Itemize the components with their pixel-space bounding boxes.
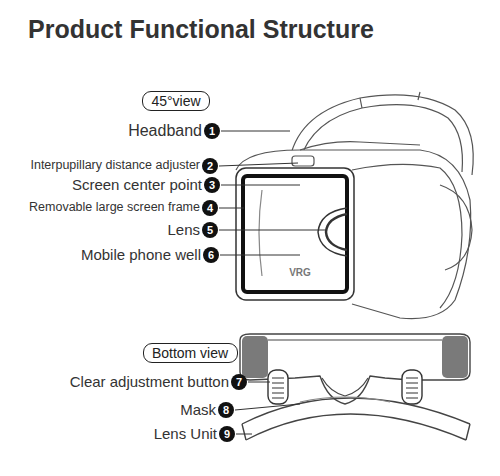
part-name: Lens: [167, 222, 200, 239]
view-label: Bottom view: [152, 346, 228, 360]
part-name: Clear adjustment button: [70, 374, 229, 391]
callout-digit: 4: [207, 203, 213, 214]
callout-number: 3: [204, 177, 220, 193]
callout-digit: 6: [208, 250, 214, 261]
callout-digit: 5: [207, 225, 213, 236]
callout-number: 5: [202, 222, 218, 238]
part-name: Lens Unit: [154, 426, 217, 443]
callout-number: 7: [231, 374, 247, 390]
part-name: Interpupillary distance adjuster: [30, 159, 200, 173]
callout-number: 8: [218, 402, 234, 418]
callout-number: 2: [202, 158, 218, 174]
callout-number: 6: [203, 247, 219, 263]
callout-digit: 8: [223, 405, 229, 416]
callout-digit: 7: [236, 377, 242, 388]
callout-digit: 2: [207, 161, 213, 172]
part-name: Screen center point: [72, 177, 202, 194]
leader-lines: [219, 131, 326, 434]
part-name: Mobile phone well: [81, 247, 201, 264]
callout-digit: 3: [209, 180, 215, 191]
callout-digit: 9: [224, 429, 230, 440]
brand-logo: VRG: [289, 267, 311, 278]
view-tag: Bottom view: [143, 343, 238, 363]
part-name: Headband: [128, 122, 202, 140]
view-label: 45°view: [151, 94, 200, 108]
callout-number: 9: [219, 426, 235, 442]
diagram-title: Product Functional Structure: [28, 16, 374, 44]
part-name: Mask: [180, 402, 216, 419]
callout-digit: 1: [209, 126, 215, 137]
callout-number: 1: [204, 123, 220, 139]
part-name: Removable large screen frame: [29, 201, 200, 215]
view-tag: 45°view: [142, 91, 210, 111]
callout-number: 4: [202, 200, 218, 216]
